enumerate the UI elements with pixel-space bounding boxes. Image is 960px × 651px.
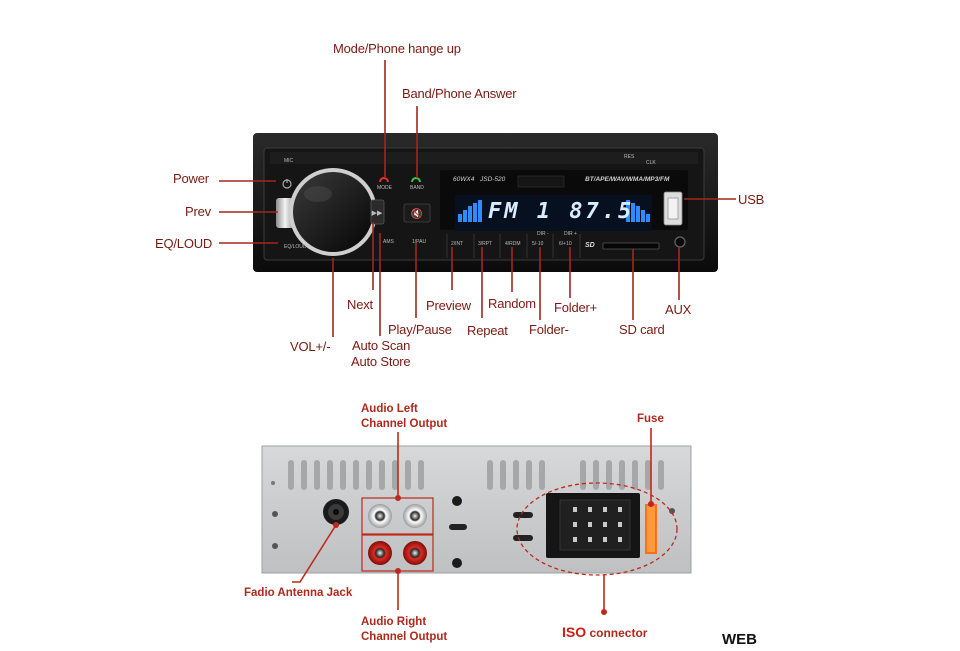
rdm-button-label[interactable]: 4/RDM bbox=[505, 241, 521, 247]
label-band: Band/Phone Answer bbox=[402, 86, 517, 101]
rca-right-2[interactable] bbox=[403, 541, 427, 565]
play-button-label[interactable]: 1/PAU bbox=[412, 239, 427, 245]
label-preview: Preview bbox=[426, 298, 471, 313]
dir-minus-button-label[interactable]: 5/-10 bbox=[532, 241, 544, 247]
rpt-button-label[interactable]: 3/RPT bbox=[478, 241, 493, 247]
aux-jack[interactable] bbox=[674, 236, 686, 248]
rear-leader-lines bbox=[292, 428, 652, 610]
lcd-screen bbox=[455, 195, 652, 231]
label-next: Next bbox=[347, 297, 373, 312]
clk-label: CLK bbox=[646, 160, 656, 166]
rca-left-2[interactable] bbox=[403, 504, 427, 528]
svg-text:▶▶: ▶▶ bbox=[372, 210, 383, 217]
band-phone-icon[interactable] bbox=[411, 177, 421, 183]
res-label: RES bbox=[624, 154, 635, 160]
band-button-label[interactable]: BAND bbox=[410, 185, 424, 191]
iso-suffix: connector bbox=[586, 626, 648, 640]
dir-plus-button-label[interactable]: 6/+10 bbox=[559, 241, 572, 247]
preset-buttons[interactable] bbox=[446, 234, 581, 258]
label-repeat: Repeat bbox=[467, 323, 508, 338]
ams-button-label[interactable]: AMS bbox=[383, 239, 394, 245]
label-antenna: Fadio Antenna Jack bbox=[244, 587, 353, 599]
spectrum-left bbox=[458, 200, 482, 222]
lcd-text: FM 1 87.5 bbox=[488, 199, 635, 224]
label-iso-connector: ISO connector bbox=[562, 624, 647, 640]
head-unit-front: ▶▶ 🔇 bbox=[253, 133, 718, 272]
dir-minus-label: DIR - bbox=[537, 231, 549, 237]
label-folder-minus: Folder- bbox=[529, 322, 569, 337]
iso-pins bbox=[573, 507, 622, 542]
mode-button-label[interactable]: MODE bbox=[377, 185, 392, 191]
mic-label: MIC bbox=[284, 158, 294, 164]
iso-prefix: ISO bbox=[562, 624, 587, 640]
head-unit-rear bbox=[261, 445, 692, 576]
label-mode: Mode/Phone hange up bbox=[333, 41, 461, 56]
label-usb: USB bbox=[738, 192, 765, 207]
rca-left-1[interactable] bbox=[368, 504, 392, 528]
svg-text:🔇: 🔇 bbox=[411, 207, 423, 220]
label-audio-left-2: Channel Output bbox=[361, 418, 448, 430]
top-vents bbox=[288, 460, 664, 490]
spectrum-right bbox=[626, 200, 650, 222]
label-eq: EQ/LOUD bbox=[155, 236, 213, 251]
label-prev: Prev bbox=[185, 204, 211, 219]
label-power: Power bbox=[173, 171, 209, 186]
model-name: JSD-520 bbox=[480, 176, 506, 183]
label-audio-right-1: Audio Right bbox=[361, 616, 427, 628]
label-auto-scan: Auto Scan bbox=[352, 338, 411, 353]
watermark: WEB bbox=[722, 631, 757, 648]
dir-plus-label: DIR + bbox=[564, 231, 577, 237]
mode-phone-icon[interactable] bbox=[379, 177, 389, 183]
sd-logo: SD bbox=[585, 242, 595, 249]
label-auto-store: Auto Store bbox=[351, 354, 411, 369]
int-button-label[interactable]: 2/INT bbox=[451, 241, 464, 247]
eq-button-label[interactable]: EQ/LOUD bbox=[284, 244, 307, 250]
front-leader-lines bbox=[219, 60, 736, 337]
label-play: Play/Pause bbox=[388, 322, 452, 337]
label-sd-card: SD card bbox=[619, 322, 665, 337]
formats-text: BT/APE/WAV/WMA/MP3/FM bbox=[585, 176, 670, 183]
label-fuse: Fuse bbox=[637, 413, 664, 425]
next-button[interactable] bbox=[370, 199, 385, 225]
label-vol: VOL+/- bbox=[290, 339, 331, 354]
mute-button[interactable] bbox=[403, 203, 431, 223]
callout-dots bbox=[333, 495, 654, 615]
sd-slot[interactable] bbox=[602, 242, 660, 250]
volume-knob[interactable] bbox=[293, 172, 373, 252]
label-aux: AUX bbox=[665, 302, 692, 317]
model-power: 60WX4 bbox=[453, 176, 475, 183]
rca-right-1[interactable] bbox=[368, 541, 392, 565]
label-audio-left-1: Audio Left bbox=[361, 403, 418, 415]
label-audio-right-2: Channel Output bbox=[361, 631, 448, 643]
iso-highlight-ellipse bbox=[516, 482, 678, 576]
label-random: Random bbox=[488, 296, 536, 311]
label-folder-plus: Folder+ bbox=[554, 300, 598, 315]
